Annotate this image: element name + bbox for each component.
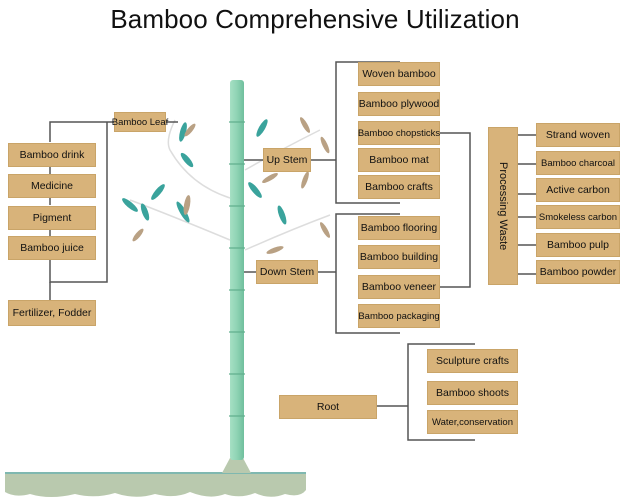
ground [5,474,306,497]
up-stem-product-label: Bamboo chopsticks [357,127,441,139]
root-product-sculpture-crafts: Sculpture crafts [427,349,518,373]
leaf-product-fertilizer-fodder: Fertilizer, Fodder [8,300,96,326]
processing-waste-node: Processing Waste [488,127,518,285]
waste-product-bamboo-charcoal: Bamboo charcoal [536,151,620,175]
leaf-product-label: Pigment [32,212,72,224]
down-stem-label: Down Stem [259,266,315,278]
stem-base [222,458,251,473]
leaf-product-pigment: Pigment [8,206,96,230]
waste-product-label: Strand woven [545,129,611,141]
root-product-label: Sculpture crafts [436,355,509,367]
waste-product-label: Bamboo charcoal [541,157,615,169]
up-stem-product-label: Bamboo crafts [365,181,433,193]
waste-product-active-carbon: Active carbon [536,178,620,202]
leaves-teal [122,119,287,225]
waste-product-bamboo-powder: Bamboo powder [536,260,620,284]
up-stem-label: Up Stem [266,154,308,166]
down-stem-product-bamboo-packaging: Bamboo packaging [358,304,440,328]
down-stem-product-label: Bamboo packaging [358,310,440,322]
down-stem-product-label: Bamboo veneer [361,281,437,293]
up-stem-product-bamboo-chopsticks: Bamboo chopsticks [358,121,440,145]
waste-product-label: Bamboo powder [539,266,617,278]
down-stem-product-label: Bamboo building [359,251,439,263]
leaf-product-bamboo-juice: Bamboo juice [8,236,96,260]
connectors [49,61,536,441]
up-stem-node: Up Stem [263,148,311,172]
waste-product-label: Bamboo pulp [547,239,609,251]
up-stem-product-label: Bamboo plywood [358,98,440,110]
up-stem-product-bamboo-mat: Bamboo mat [358,148,440,172]
bamboo-leaf-label: Bamboo Leaf [111,116,169,128]
root-node: Root [279,395,377,419]
down-stem-product-bamboo-flooring: Bamboo flooring [358,216,440,240]
leaf-extra-label: Fertilizer, Fodder [12,307,92,319]
leaf-product-bamboo-drink: Bamboo drink [8,143,96,167]
up-stem-product-label: Woven bamboo [362,68,436,80]
waste-product-strand-woven: Strand woven [536,123,620,147]
waste-product-label: Smokeless carbon [538,211,618,223]
root-product-bamboo-shoots: Bamboo shoots [427,381,518,405]
up-stem-product-bamboo-crafts: Bamboo crafts [358,175,440,199]
leaf-product-medicine: Medicine [8,174,96,198]
down-stem-product-label: Bamboo flooring [360,222,438,234]
leaf-product-label: Bamboo drink [19,149,85,161]
root-label: Root [316,401,340,413]
processing-waste-label: Processing Waste [497,161,509,251]
up-stem-product-bamboo-plywood: Bamboo plywood [358,92,440,116]
stem-nodes [229,121,245,417]
bamboo-leaf-node: Bamboo Leaf [111,112,169,132]
leaf-product-label: Medicine [30,180,74,192]
leaves-tan [132,117,330,254]
root-product-label: Bamboo shoots [436,387,509,399]
down-stem-node: Down Stem [256,260,318,284]
waste-product-smokeless-carbon: Smokeless carbon [536,205,620,229]
bamboo-stem [230,80,244,460]
root-product-water-conservation: Water,conservation [427,410,518,434]
waste-product-bamboo-pulp: Bamboo pulp [536,233,620,257]
waste-product-label: Active carbon [546,184,610,196]
down-stem-product-bamboo-building: Bamboo building [358,245,440,269]
root-product-label: Water,conservation [432,416,513,428]
down-stem-product-bamboo-veneer: Bamboo veneer [358,275,440,299]
up-stem-product-label: Bamboo mat [369,154,429,166]
up-stem-product-woven-bamboo: Woven bamboo [358,62,440,86]
leaf-product-label: Bamboo juice [20,242,84,254]
diagram-title: Bamboo Comprehensive Utilization [110,4,520,34]
